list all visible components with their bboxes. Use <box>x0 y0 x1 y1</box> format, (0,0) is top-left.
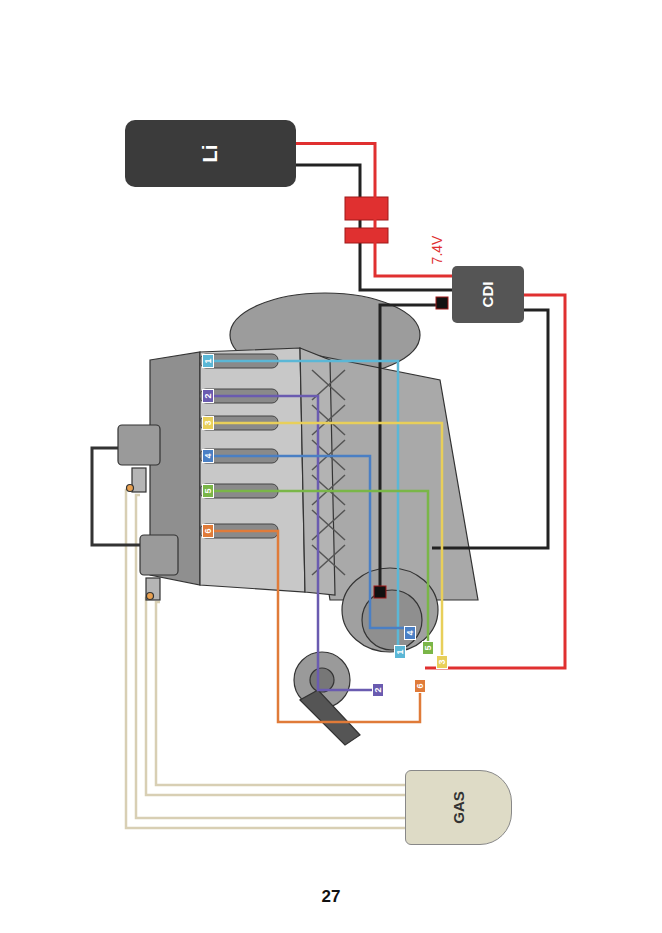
cylinder-number: 6 <box>202 524 214 538</box>
carburetor <box>140 535 178 575</box>
cylinder-number-text: 5 <box>423 645 433 650</box>
power-wire <box>296 165 565 668</box>
distributor <box>342 568 438 652</box>
cylinder-number-text: 2 <box>203 393 213 398</box>
battery-connector <box>345 197 448 598</box>
carburetor <box>146 578 160 600</box>
fuel-tank: GAS <box>405 770 512 845</box>
carburetor <box>147 593 154 600</box>
cylinder-number-text: 5 <box>203 488 213 493</box>
spark-plug-wire <box>212 361 442 722</box>
node-text: Li <box>199 145 222 163</box>
cylinder-number-text: 1 <box>395 649 405 654</box>
node-text: CDI <box>480 282 497 308</box>
cylinder-number-text: 1 <box>203 358 213 363</box>
spark-plug-wire <box>212 396 372 690</box>
engine-body <box>200 348 305 592</box>
node-text: GAS <box>450 791 467 824</box>
power-wire <box>296 143 452 276</box>
spark-plug-wire <box>212 423 442 655</box>
cylinder-number: 4 <box>404 626 416 640</box>
voltage-text: 7.4V <box>429 236 445 265</box>
cdi-module: CDI <box>452 266 524 323</box>
spark-plug-wire <box>212 531 420 722</box>
distributor <box>300 690 360 745</box>
carburetor <box>127 485 134 492</box>
cylinder-number: 3 <box>202 416 214 430</box>
page-number-text: 27 <box>322 887 341 907</box>
cylinder-number-text: 3 <box>203 420 213 425</box>
cylinder-number: 2 <box>202 389 214 403</box>
cylinder-number: 1 <box>394 645 406 659</box>
cylinder-number: 3 <box>436 655 448 669</box>
cylinder-number: 6 <box>414 679 426 693</box>
cylinder-number-text: 6 <box>415 683 425 688</box>
battery-connector <box>345 228 388 243</box>
voltage-label: 7.4V <box>417 230 457 270</box>
distributor <box>310 668 334 692</box>
carburetor <box>92 425 178 600</box>
cylinder-number: 1 <box>202 354 214 368</box>
carburetor <box>118 425 160 465</box>
page-number: 27 <box>311 886 351 908</box>
distributor <box>294 568 438 745</box>
cylinder-number-text: 4 <box>405 630 415 635</box>
spark-plug-wire <box>212 491 428 642</box>
battery-pack: Li <box>125 120 296 187</box>
cylinder-number: 4 <box>202 449 214 463</box>
battery-connector <box>436 297 448 309</box>
valve-slot <box>200 354 278 538</box>
cylinder-number-text: 3 <box>437 659 447 664</box>
cylinder-number: 5 <box>422 641 434 655</box>
power-wire <box>425 295 565 668</box>
cylinder-number: 2 <box>372 683 384 697</box>
carburetor <box>132 468 146 492</box>
battery-connector <box>345 197 388 220</box>
cylinder-number-text: 4 <box>203 453 213 458</box>
spark-plug-wire <box>212 456 405 628</box>
cylinder-number-text: 2 <box>373 687 383 692</box>
power-wire <box>432 310 548 548</box>
cylinder-number: 5 <box>202 484 214 498</box>
battery-connector <box>374 586 386 598</box>
cylinder-number-text: 6 <box>203 528 213 533</box>
